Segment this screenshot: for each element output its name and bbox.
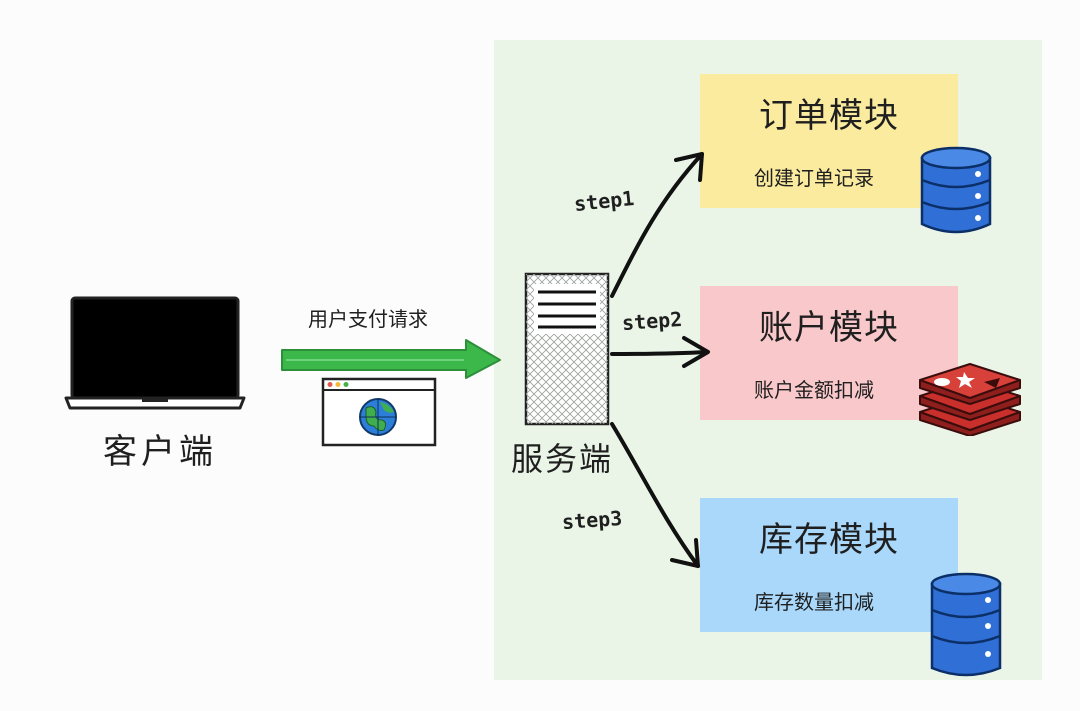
step2-label: step2: [621, 306, 683, 336]
client-label: 客户端: [103, 432, 217, 472]
account-module: 账户模块 账户金额扣减: [700, 286, 958, 420]
laptop-icon: [64, 296, 246, 410]
order-module: 订单模块 创建订单记录: [700, 74, 958, 208]
globe-icon: [359, 398, 397, 436]
browser-icon: [321, 377, 437, 447]
account-module-title: 账户模块: [759, 308, 899, 348]
step3-label: step3: [561, 505, 623, 535]
stock-module: 库存模块 库存数量扣减: [700, 498, 958, 632]
request-label: 用户支付请求: [308, 307, 428, 331]
stock-module-title: 库存模块: [759, 520, 899, 560]
redis-icon: [919, 363, 1021, 436]
server-icon: [524, 272, 610, 426]
stock-module-desc: 库存数量扣减: [754, 590, 874, 614]
account-module-desc: 账户金额扣减: [754, 378, 874, 402]
server-label: 服务端: [511, 440, 614, 478]
database-icon: [920, 146, 992, 234]
database-icon: [930, 572, 1002, 677]
request-arrow: [281, 339, 501, 379]
order-module-desc: 创建订单记录: [754, 166, 874, 190]
order-module-title: 订单模块: [759, 96, 899, 136]
